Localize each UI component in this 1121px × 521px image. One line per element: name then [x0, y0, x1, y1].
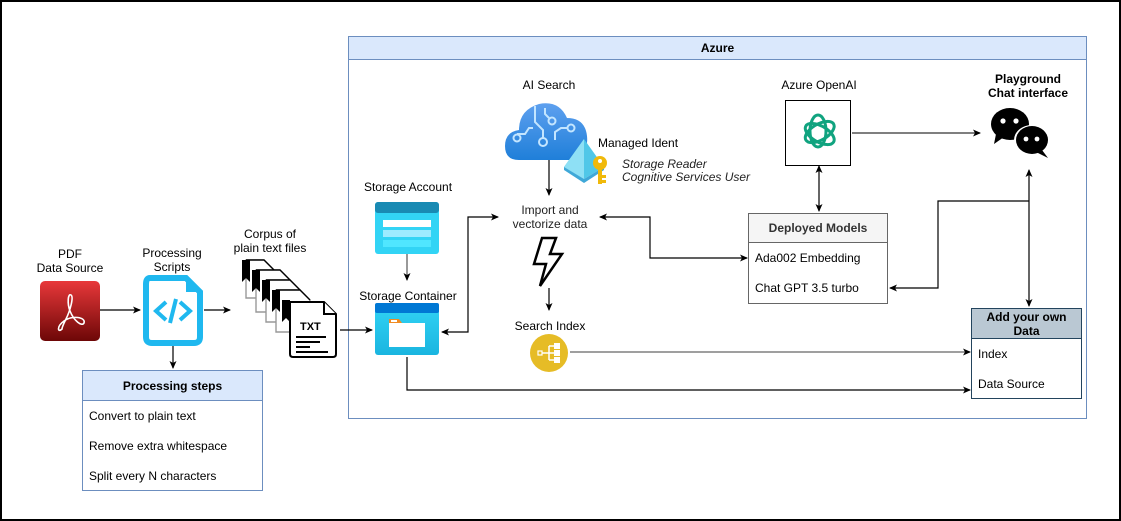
edge-branch-to-chatgpt: [889, 200, 1029, 292]
pdf-label-line1: PDF: [58, 247, 82, 261]
storage-container-icon[interactable]: [375, 303, 439, 355]
storage-container-label: Storage Container: [359, 289, 457, 303]
managed-identity-icon[interactable]: [562, 137, 614, 187]
deployed-models-box[interactable]: Deployed Models Ada002 Embedding Chat GP…: [748, 213, 888, 304]
add-data-title-line2: Data: [1013, 324, 1040, 338]
processing-steps-title: Processing steps: [83, 371, 262, 401]
corpus-label: Corpus of plain text files: [228, 227, 312, 255]
add-data-title-line1: Add your own: [986, 310, 1067, 324]
scripts-label-line1: Processing: [142, 246, 202, 260]
scripts-label-line2: Scripts: [153, 260, 191, 274]
model-item-chatgpt[interactable]: Chat GPT 3.5 turbo: [755, 281, 859, 295]
storage-account-label: Storage Account: [363, 180, 453, 194]
pdf-label-line2: Data Source: [36, 261, 104, 275]
scripts-label: Processing Scripts: [132, 246, 212, 274]
processing-step-item: Remove extra whitespace: [89, 439, 228, 453]
storage-account-icon[interactable]: [375, 202, 439, 254]
ai-search-cloud-icon[interactable]: [505, 100, 589, 160]
corpus-label-line2: plain text files: [233, 241, 307, 255]
chat-bubbles-icon[interactable]: [990, 106, 1050, 160]
azure-group[interactable]: Azure: [348, 36, 1087, 419]
role-cognitive-services-user: Cognitive Services User: [622, 170, 751, 184]
processing-step-item: Split every N characters: [89, 469, 217, 483]
import-label-line1: Import and: [521, 203, 579, 217]
role-storage-reader: Storage Reader: [622, 157, 707, 171]
add-data-item-data-source[interactable]: Data Source: [978, 377, 1045, 391]
code-file-icon[interactable]: [142, 275, 204, 347]
add-data-title: Add your own Data: [972, 309, 1081, 339]
import-label-line2: vectorize data: [512, 217, 588, 231]
playground-label-line2: Chat interface: [987, 86, 1069, 100]
txt-badge: TXT: [300, 321, 321, 333]
edge-import-ada002: [599, 213, 748, 262]
search-index-label: Search Index: [514, 319, 586, 333]
txt-files-icon[interactable]: TXT: [240, 258, 340, 360]
managed-identity-roles: Storage Reader Cognitive Services User: [622, 158, 750, 184]
edge-container-to-datasource: [406, 357, 971, 394]
playground-label: Playground Chat interface: [968, 72, 1088, 100]
playground-label-line1: Playground: [994, 72, 1061, 86]
model-item-ada002[interactable]: Ada002 Embedding: [755, 251, 861, 265]
pdf-source-label: PDF Data Source: [30, 247, 110, 275]
pdf-icon[interactable]: [40, 281, 100, 341]
deployed-models-title: Deployed Models: [749, 214, 887, 243]
ai-search-label: AI Search: [522, 78, 576, 92]
processing-step-item: Convert to plain text: [89, 409, 196, 423]
import-vectorize-label: Import and vectorize data: [505, 203, 595, 231]
openai-icon[interactable]: [785, 100, 851, 166]
lightning-icon[interactable]: [532, 236, 566, 288]
processing-steps-box[interactable]: Processing steps Convert to plain text R…: [82, 370, 263, 491]
add-your-own-data-box[interactable]: Add your own Data Index Data Source: [971, 308, 1082, 399]
add-data-item-index[interactable]: Index: [978, 347, 1008, 361]
managed-identity-label: Managed Ident: [598, 136, 679, 150]
corpus-label-line1: Corpus of: [243, 227, 297, 241]
azure-group-title: Azure: [349, 37, 1086, 60]
search-index-icon[interactable]: [530, 334, 568, 372]
edge-container-import: [441, 213, 499, 336]
azure-openai-label: Azure OpenAI: [781, 78, 857, 92]
